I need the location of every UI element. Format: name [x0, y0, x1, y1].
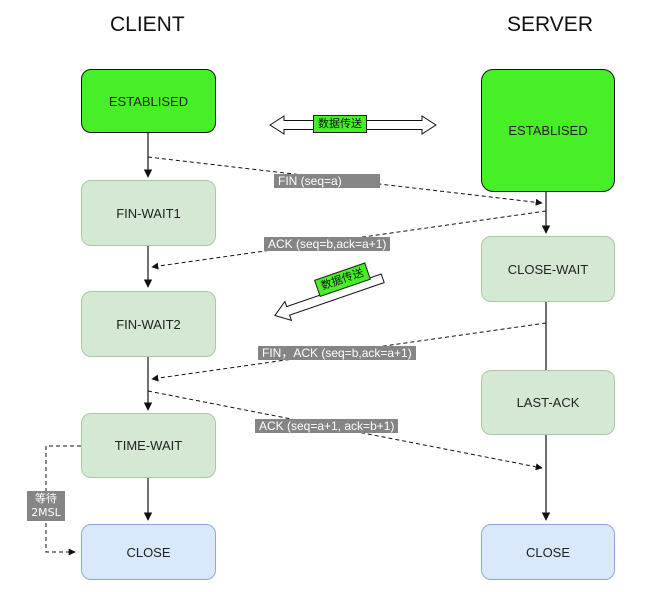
server-state-last-ack-label: LAST-ACK: [516, 395, 580, 410]
transfer-label-both-ways: 数据传送: [313, 115, 367, 133]
client-state-established: ESTABLISED: [81, 69, 216, 133]
client-state-time-wait: TIME-WAIT: [81, 413, 216, 478]
client-state-fin-wait2-label: FIN-WAIT2: [116, 316, 181, 332]
client-state-fin-wait2: FIN-WAIT2: [81, 291, 216, 357]
client-state-close: CLOSE: [81, 524, 216, 580]
server-title: SERVER: [507, 13, 593, 36]
one-way-transfer-arrow: [274, 273, 385, 322]
server-state-close-wait-label: CLOSE-WAIT: [507, 261, 589, 277]
server-state-last-ack: LAST-ACK: [481, 370, 615, 435]
server-state-established-label: ESTABLISED: [508, 123, 588, 138]
client-state-close-label: CLOSE: [126, 544, 171, 560]
server-state-close-wait: CLOSE-WAIT: [481, 236, 615, 302]
client-state-established-label: ESTABLISED: [108, 93, 189, 109]
fin-message-label: FIN (seq=a): [274, 174, 380, 188]
client-state-fin-wait1: FIN-WAIT1: [81, 180, 216, 246]
server-state-close: CLOSE: [481, 524, 615, 580]
client-title: CLIENT: [110, 13, 185, 36]
fin-ack-message-label: FIN，ACK (seq=b,ack=a+1): [258, 346, 416, 360]
server-state-close-label: CLOSE: [525, 544, 571, 560]
wait-2msl-line2: 2MSL: [31, 506, 61, 519]
ack2-message-label: ACK (seq=a+1, ack=b+1): [255, 419, 399, 433]
ack2-message-arrow: [147, 390, 543, 471]
client-state-fin-wait1-label: FIN-WAIT1: [116, 205, 181, 221]
wait-2msl-label: 等待 2MSL: [27, 491, 65, 521]
client-state-time-wait-label: TIME-WAIT: [114, 438, 183, 453]
server-state-established: ESTABLISED: [481, 69, 615, 192]
wait-2msl-line1: 等待: [35, 492, 57, 505]
ack1-message-label: ACK (seq=b,ack=a+1): [264, 237, 391, 251]
